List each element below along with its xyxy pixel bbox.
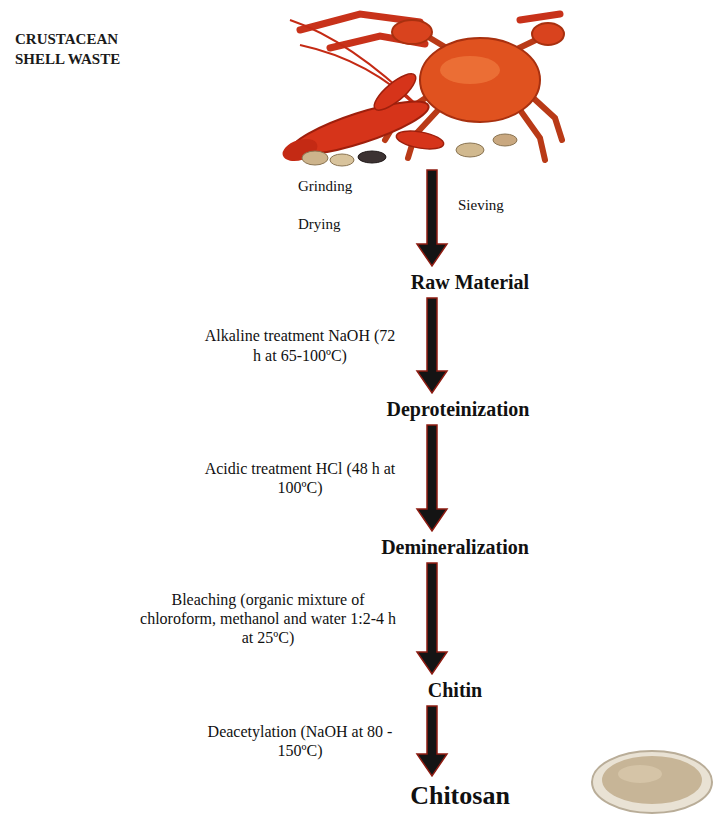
process-arrow — [417, 706, 447, 776]
treatment-label: Alkaline treatment NaOH (72 h at 65-100º… — [200, 326, 400, 364]
step-label: Drying — [298, 216, 341, 233]
stage-text: Demineralization — [381, 535, 529, 559]
step-label: Grinding — [298, 178, 352, 195]
stage-label: Deproteinization — [383, 395, 534, 423]
treatment-label: Acidic treatment HCl (48 h at 100ºC) — [200, 459, 400, 497]
stage-label: Raw Material — [407, 268, 533, 296]
stage-label: Chitosan — [406, 778, 514, 813]
source-heading: CRUSTACEAN SHELL WASTE — [10, 4, 570, 168]
stage-text: Chitosan — [410, 780, 510, 811]
process-arrow — [417, 298, 447, 393]
treatment-label: Deacetylation (NaOH at 80 - 150ºC) — [200, 722, 400, 760]
step-label: Sieving — [458, 197, 504, 214]
heading-text: CRUSTACEAN SHELL WASTE — [15, 30, 165, 69]
crab — [385, 20, 564, 160]
lobster — [280, 20, 445, 165]
process-arrow — [417, 170, 447, 266]
stage-text: Chitin — [428, 678, 482, 702]
process-arrow — [417, 563, 447, 674]
shells — [302, 134, 517, 166]
powder-dish — [592, 751, 712, 813]
stage-label: Chitin — [424, 676, 486, 704]
stage-label: Demineralization — [377, 533, 533, 561]
stage-text: Raw Material — [411, 270, 529, 294]
treatment-label: Bleaching (organic mixture of chloroform… — [133, 590, 403, 648]
stage-text: Deproteinization — [387, 397, 530, 421]
process-arrow — [417, 425, 447, 531]
